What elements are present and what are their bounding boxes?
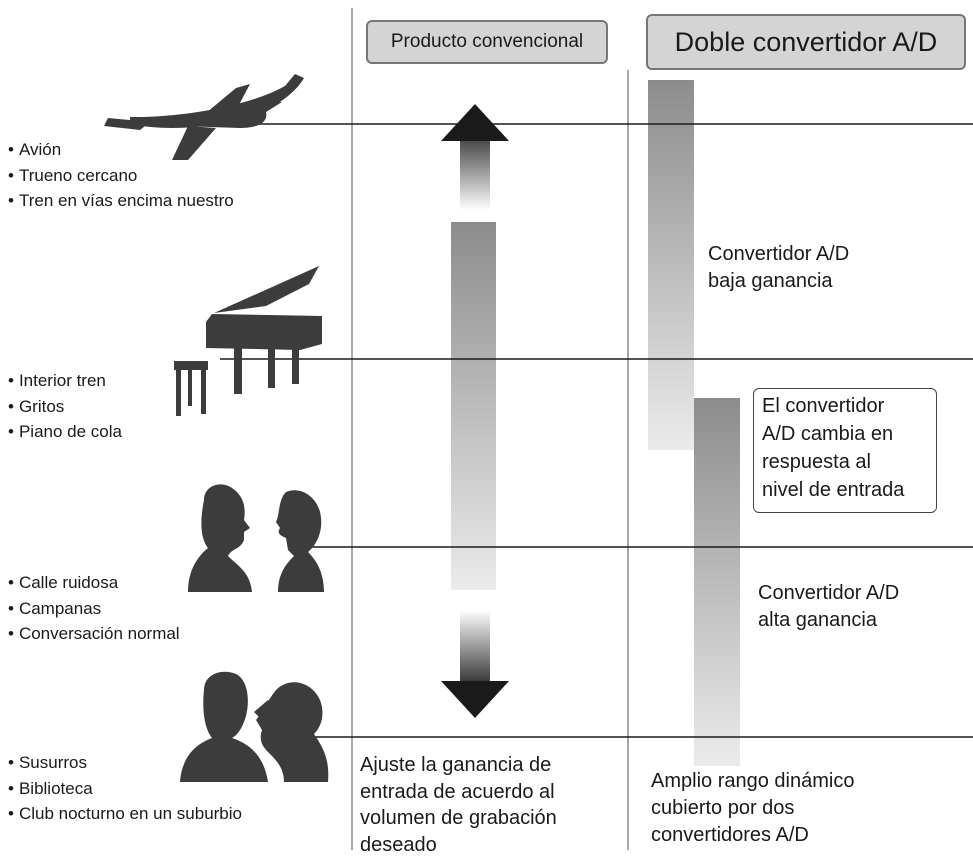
list-item: Campanas <box>8 596 180 622</box>
conversation-icon <box>188 484 324 592</box>
medium-loud-sources-list: Interior tren Gritos Piano de cola <box>8 368 122 445</box>
adjust-gain-caption: Ajuste la ganancia de entrada de acuerdo… <box>360 754 557 856</box>
high-gain-range-bar <box>694 398 740 766</box>
list-item: Interior tren <box>8 368 122 394</box>
conventional-product-header: Producto convencional <box>366 20 608 64</box>
low-gain-range-bar <box>648 80 694 450</box>
list-item: Trueno cercano <box>8 163 234 189</box>
gain-down-arrow <box>441 610 509 718</box>
loud-sources-list: Avión Trueno cercano Tren en vías encima… <box>8 137 234 214</box>
gain-up-arrow <box>441 104 509 210</box>
quiet-sources-list: Susurros Biblioteca Club nocturno en un … <box>8 750 242 827</box>
low-gain-label: Convertidor A/D baja ganancia <box>708 243 850 292</box>
list-item: Piano de cola <box>8 419 122 445</box>
medium-quiet-sources-list: Calle ruidosa Campanas Conversación norm… <box>8 570 180 647</box>
list-item: Conversación normal <box>8 621 180 647</box>
list-item: Calle ruidosa <box>8 570 180 596</box>
list-item: Biblioteca <box>8 776 242 802</box>
list-item: Tren en vías encima nuestro <box>8 188 234 214</box>
list-item: Avión <box>8 137 234 163</box>
list-item: Club nocturno en un suburbio <box>8 801 242 827</box>
grand-piano-icon <box>174 266 322 416</box>
high-gain-label: Convertidor A/D alta ganancia <box>758 582 900 631</box>
list-item: Gritos <box>8 394 122 420</box>
dual-ad-converter-header: Doble convertidor A/D <box>646 14 966 70</box>
switch-note-box: El convertidor A/D cambia en respuesta a… <box>753 388 937 513</box>
conventional-range-bar <box>451 222 496 590</box>
wide-range-caption: Amplio rango dinámico cubierto por dos c… <box>651 770 855 846</box>
list-item: Susurros <box>8 750 242 776</box>
